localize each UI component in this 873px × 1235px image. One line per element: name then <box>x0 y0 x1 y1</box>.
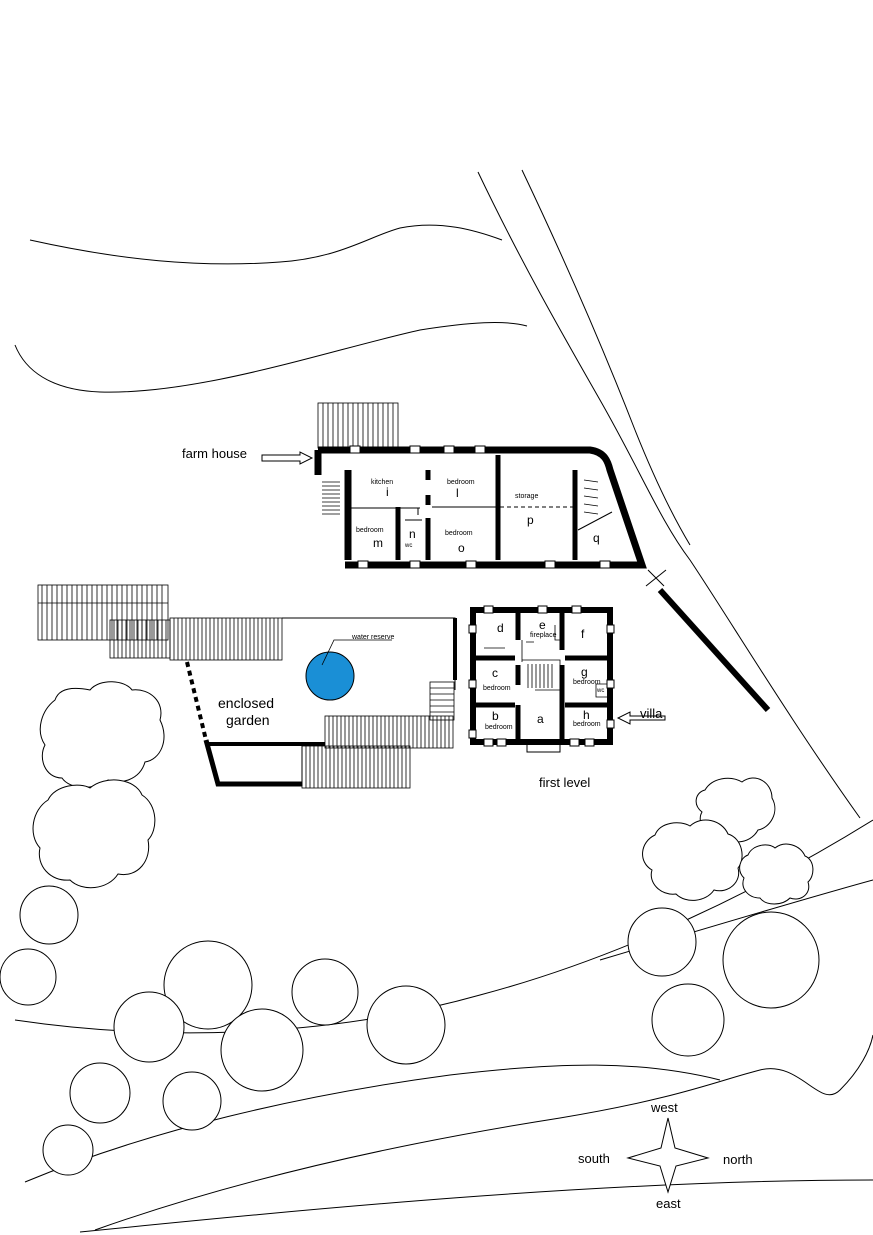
garden-walls <box>185 617 457 787</box>
farmhouse-room-p: p <box>527 513 534 527</box>
trees <box>0 681 820 1176</box>
villa-room-h: h <box>583 708 590 722</box>
farmhouse-room-storage-label: storage <box>515 493 539 500</box>
farm-house-arrow <box>261 451 314 465</box>
villa-plan <box>468 605 666 753</box>
farmhouse-room-q: q <box>593 531 600 545</box>
compass-south-label: south <box>578 1151 610 1166</box>
villa-room-b: b <box>492 709 499 723</box>
water-reserve-leader <box>321 639 392 666</box>
villa-label: villa <box>640 706 663 721</box>
farmhouse-room-o-label: bedroom <box>445 530 473 537</box>
villa-room-c: c <box>492 666 498 680</box>
tree-canopy <box>39 681 165 788</box>
villa-room-g: g <box>581 665 588 679</box>
first-level-label: first level <box>539 775 591 790</box>
boundary-wall <box>657 587 771 713</box>
farmhouse-room-l: l <box>456 486 459 500</box>
villa-arrow <box>616 711 666 725</box>
farmhouse-room-m-label: bedroom <box>356 527 384 534</box>
tree-canopy <box>32 779 156 889</box>
farmhouse-room-i: i <box>386 485 389 499</box>
water-reserve-pool <box>305 651 355 701</box>
villa-fireplace-label: fireplace <box>530 632 557 639</box>
farmhouse-room-n: n <box>409 527 416 541</box>
enclosed-label: enclosed <box>218 695 275 711</box>
water-reserve-label: water reserve <box>352 634 395 641</box>
farmhouse-thin-walls <box>350 506 613 531</box>
tree-canopy <box>739 843 814 905</box>
farmhouse-annex-hatch <box>317 402 599 515</box>
villa-room-d: d <box>497 621 504 635</box>
villa-windows <box>468 605 615 747</box>
villa-room-g-label: bedroom <box>573 679 601 686</box>
compass-east-label: east <box>656 1196 681 1211</box>
farm-house-label: farm house <box>182 446 248 461</box>
villa-room-f: f <box>581 627 585 641</box>
villa-room-h-label: bedroom <box>573 721 601 728</box>
farmhouse-room-n-wc: wc <box>405 543 413 549</box>
villa-wc-label: wc <box>597 688 605 694</box>
tree-canopy <box>642 819 743 901</box>
farm-house-plan <box>261 402 771 713</box>
garden-label: garden <box>226 712 270 728</box>
farmhouse-room-kitchen-label: kitchen <box>371 479 394 486</box>
villa-room-b-label: bedroom <box>485 724 513 731</box>
villa-room-a: a <box>537 712 544 726</box>
farmhouse-walls <box>314 446 647 569</box>
villa-stairs <box>484 625 607 698</box>
compass-rose-icon <box>626 1117 710 1194</box>
villa-room-e: e <box>539 618 546 632</box>
farmhouse-windows <box>349 445 611 569</box>
farmhouse-room-o: o <box>458 541 465 555</box>
gate-mark <box>645 569 667 587</box>
farmhouse-room-m: m <box>373 536 383 550</box>
enclosed-garden-plan <box>37 584 457 789</box>
villa-inner-walls <box>476 612 607 740</box>
compass-north-label: north <box>723 1152 753 1167</box>
compass-west-label: west <box>651 1100 678 1115</box>
villa-entrance-step <box>526 742 561 753</box>
villa-room-c-label: bedroom <box>483 685 511 692</box>
farmhouse-room-l-label: bedroom <box>447 479 475 486</box>
west-buildings-hatch <box>37 584 455 789</box>
